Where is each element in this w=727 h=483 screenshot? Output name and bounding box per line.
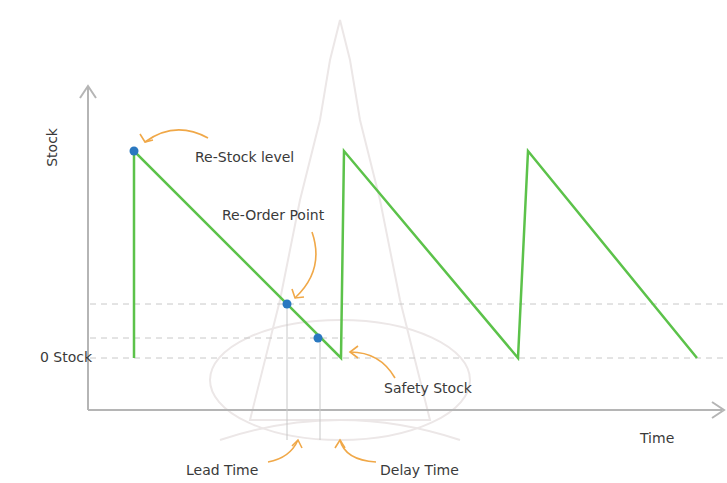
callout-label: Lead Time [186,462,258,479]
time-markers [287,304,320,440]
level-guides [90,304,725,358]
callout-label: Delay Time [380,462,459,479]
leader-lines [140,130,395,462]
stock-line [134,151,697,358]
axis-label: Stock [44,128,61,167]
points [130,147,323,343]
callout-label: Safety Stock [384,380,472,397]
axes [80,86,724,418]
watermark [210,20,470,440]
callout-label: Re-Order Point [222,207,324,224]
level-label: 0 Stock [40,349,92,366]
axis-label: Time [640,430,674,447]
callout-label: Re-Stock level [195,149,294,166]
